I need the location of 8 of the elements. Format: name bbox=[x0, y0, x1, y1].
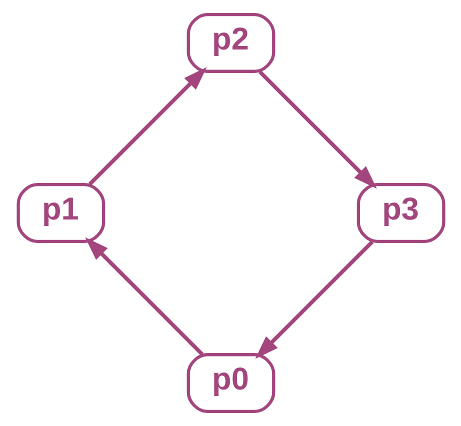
node-box: p2 bbox=[186, 12, 275, 73]
node-box: p1 bbox=[16, 183, 105, 243]
node-box: p0 bbox=[186, 353, 275, 414]
arrow bbox=[258, 70, 376, 189]
arrow bbox=[88, 67, 206, 186]
node-box: p3 bbox=[356, 183, 445, 243]
arrow bbox=[84, 237, 204, 356]
arrow bbox=[254, 240, 374, 359]
